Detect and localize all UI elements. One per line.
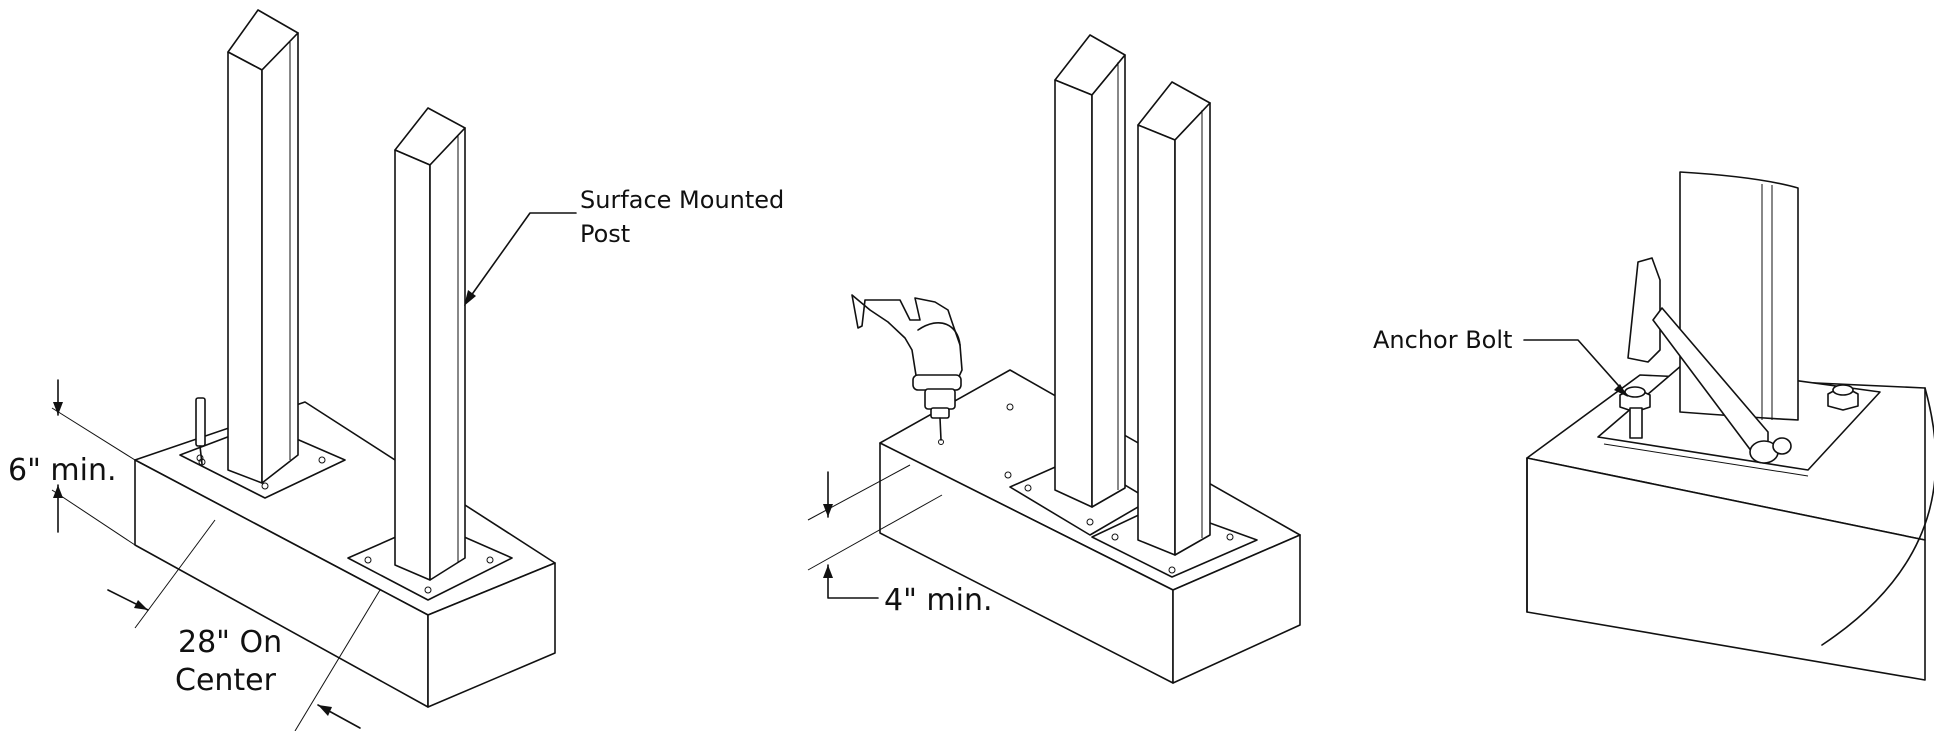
post-4 [1137, 81, 1211, 556]
post-1 [227, 9, 299, 484]
hammer-drill-icon [851, 294, 963, 445]
drill-bit [195, 397, 206, 466]
post-stub [1679, 171, 1799, 421]
label-28-on: 28" On [178, 625, 282, 660]
label-6-min: 6" min. [8, 453, 117, 488]
label-center: Center [175, 663, 277, 698]
dimension-28-on-center [107, 519, 381, 731]
leader-anchor-bolt [1523, 339, 1628, 397]
label-post: Post [580, 220, 630, 248]
label-4-min: 4" min. [884, 583, 993, 618]
panel-2-drilling: 4" min. [807, 34, 1301, 684]
dimension-6-min [51, 379, 136, 546]
panel-3-anchor-detail: Anchor Bolt [1373, 171, 1934, 681]
wrench-icon [1627, 257, 1792, 464]
leader-surface-mounted-post [464, 212, 577, 306]
label-anchor-bolt: Anchor Bolt [1373, 326, 1512, 354]
post-3 [1054, 34, 1126, 508]
dimension-4-min [807, 464, 943, 599]
anchor-bolt-right [1827, 384, 1859, 411]
panel-1-post-spacing: Surface Mounted Post 6" min. 28" On Cent… [8, 9, 784, 731]
label-surface-mounted: Surface Mounted [580, 186, 784, 214]
post-2 [394, 107, 466, 581]
anchor-bolt-left [1619, 386, 1651, 439]
